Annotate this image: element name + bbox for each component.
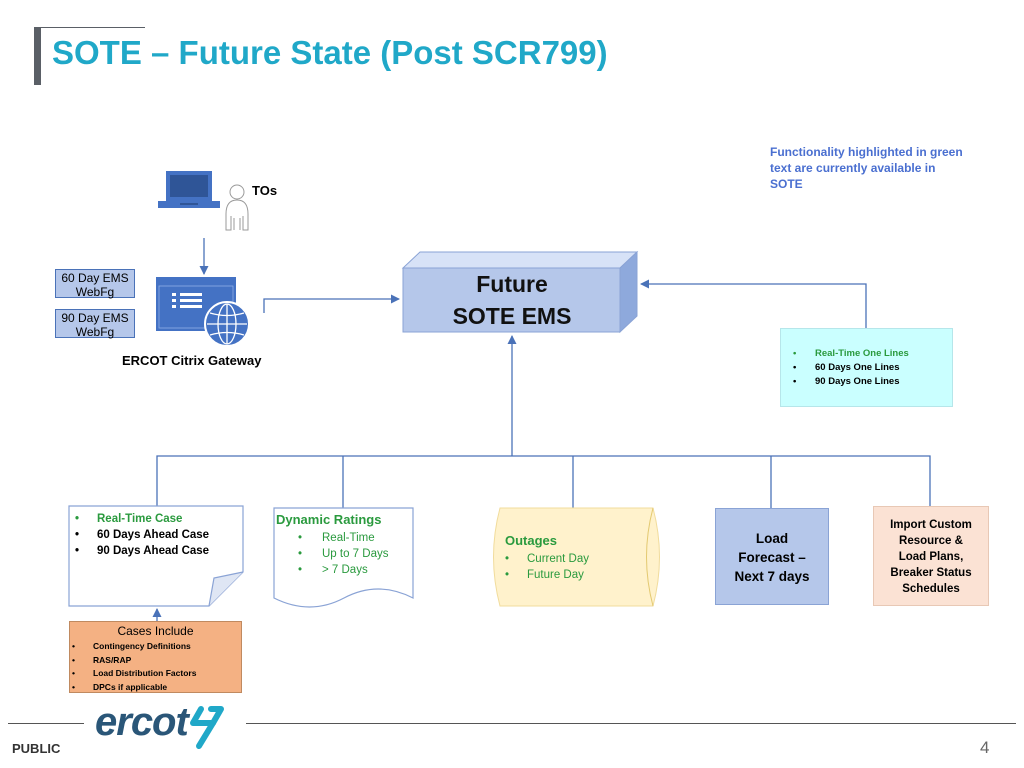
outages-title: Outages — [505, 533, 558, 548]
dynamic-ratings-item: > 7 Days — [298, 562, 388, 578]
title-accent-rule — [34, 27, 145, 28]
slide-title: SOTE – Future State (Post SCR799) — [52, 34, 608, 71]
user-icon — [225, 184, 249, 231]
cases-include-list: Contingency Definitions RAS/RAP Load Dis… — [72, 640, 196, 694]
webfg-90-label: 90 Day EMS WebFg — [55, 309, 135, 339]
dynamic-ratings-item: Real-Time — [298, 530, 388, 546]
outages-item: Future Day — [505, 567, 589, 583]
load-forecast-line: Load — [755, 531, 789, 546]
dynamic-ratings-title: Dynamic Ratings — [276, 512, 382, 527]
cases-list: Real-Time Case 60 Days Ahead Case 90 Day… — [75, 511, 209, 559]
title-accent-bar — [34, 27, 41, 85]
page-number: 4 — [980, 738, 990, 757]
connector-onelines-core — [640, 279, 867, 328]
import-label: Import Custom Resource & Load Plans, Bre… — [873, 517, 989, 597]
import-line: Schedules — [902, 583, 960, 595]
ercot-logo-mark — [190, 706, 224, 749]
cases-include-item: Contingency Definitions — [72, 640, 196, 654]
ercot-logo: ercot — [95, 700, 189, 744]
outages-list: Current Day Future Day — [505, 551, 589, 583]
one-lines-item: Real-Time One Lines — [793, 347, 909, 361]
footer-divider-left — [8, 723, 84, 724]
core-ems-line2: SOTE EMS — [452, 303, 572, 329]
gateway-label: ERCOT Citrix Gateway — [122, 353, 262, 368]
dynamic-ratings-item: Up to 7 Days — [298, 546, 388, 562]
case-item: Real-Time Case — [75, 511, 209, 527]
core-ems-line1: Future — [476, 271, 548, 297]
load-forecast-box — [715, 508, 829, 605]
one-lines-item: 90 Days One Lines — [793, 375, 909, 389]
tos-label: TOs — [252, 183, 278, 198]
import-line: Breaker Status — [890, 567, 972, 579]
load-forecast-line: Next 7 days — [734, 569, 810, 584]
case-item: 60 Days Ahead Case — [75, 527, 209, 543]
import-box — [873, 506, 989, 606]
footer-divider-right — [246, 723, 1016, 724]
cases-include-title: Cases Include — [117, 624, 194, 638]
load-forecast-line: Forecast – — [738, 550, 806, 565]
core-ems-label: Future SOTE EMS — [403, 268, 621, 332]
laptop-icon — [158, 171, 220, 208]
one-lines-item: 60 Days One Lines — [793, 361, 909, 375]
webfg-60-label: 60 Day EMS WebFg — [55, 269, 135, 299]
case-item: 90 Days Ahead Case — [75, 543, 209, 559]
classification-label: PUBLIC — [12, 741, 61, 756]
outages-item: Current Day — [505, 551, 589, 567]
load-forecast-label: Load Forecast – Next 7 days — [715, 529, 829, 586]
legend-note: Functionality highlighted in green text … — [770, 145, 963, 191]
one-lines-box: Real-Time One Lines 60 Days One Lines 90… — [780, 328, 953, 407]
import-line: Import Custom — [890, 519, 972, 531]
connector-bus — [156, 455, 931, 506]
cases-include-item: RAS/RAP — [72, 654, 196, 668]
cases-include-item: Load Distribution Factors — [72, 667, 196, 681]
connector-gateway-core — [263, 294, 400, 313]
import-line: Load Plans, — [898, 551, 964, 563]
import-line: Resource & — [899, 535, 963, 547]
dynamic-ratings-list: Real-Time Up to 7 Days > 7 Days — [298, 530, 388, 578]
globe-icon — [204, 301, 250, 347]
core-ems-box — [401, 250, 639, 334]
cases-include-item: DPCs if applicable — [72, 681, 196, 695]
